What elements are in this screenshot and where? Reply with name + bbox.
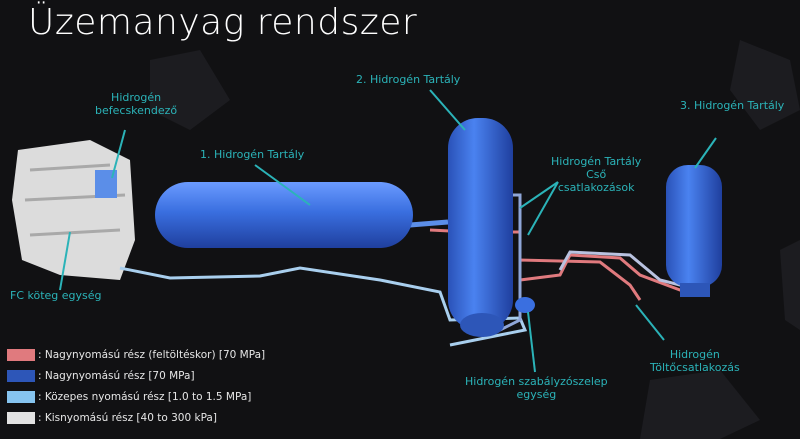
legend-label: : Nagynyomású rész [70 MPa] <box>38 369 195 382</box>
legend-item: : Nagynyomású rész [70 MPa] <box>7 365 265 386</box>
background-hexagons <box>150 40 800 439</box>
legend-swatch <box>7 348 35 361</box>
regulator-unit <box>515 297 535 313</box>
label-line: Töltőcsatlakozás <box>650 361 740 374</box>
label-line: egység <box>516 388 557 401</box>
legend-label: : Közepes nyomású rész [1.0 to 1.5 MPa] <box>38 390 252 403</box>
legend-swatch <box>7 411 35 424</box>
label-line: Hidrogén <box>669 348 720 361</box>
label-line: csatlakozások <box>557 181 635 194</box>
legend-item: : Közepes nyomású rész [1.0 to 1.5 MPa] <box>7 386 265 407</box>
legend-swatch <box>7 369 35 382</box>
tank-3 <box>666 165 722 297</box>
page-title: Üzemanyag rendszer <box>28 2 418 43</box>
label-line: Hidrogén <box>111 91 162 104</box>
legend-item: : Nagynyomású rész (feltöltéskor) [70 MP… <box>7 344 265 365</box>
label-fc-stack: FC köteg egység <box>10 289 102 302</box>
legend-swatch <box>7 390 35 403</box>
legend-item: : Kisnyomású rész [40 to 300 kPa] <box>7 407 265 428</box>
label-tank-3: 3. Hidrogén Tartály <box>680 99 785 112</box>
label-tank-pipe-connections: Hidrogén Tartály Cső csatlakozások <box>551 155 641 194</box>
legend: : Nagynyomású rész (feltöltéskor) [70 MP… <box>7 344 265 428</box>
legend-label: : Nagynyomású rész (feltöltéskor) [70 MP… <box>38 348 266 361</box>
label-tank-2: 2. Hidrogén Tartály <box>356 73 461 86</box>
label-line: Hidrogén szabályzószelep <box>465 375 608 388</box>
tank-2 <box>448 118 513 337</box>
label-line: Cső <box>586 168 607 181</box>
label-filler: Hidrogén Töltőcsatlakozás <box>650 348 740 374</box>
tank-1 <box>155 182 413 248</box>
label-line: Hidrogén Tartály <box>551 155 642 168</box>
leader-lines <box>59 89 717 373</box>
label-regulator: Hidrogén szabályzószelep egység <box>465 375 608 401</box>
label-tank-1: 1. Hidrogén Tartály <box>200 148 305 161</box>
label-line: befecskendező <box>95 104 178 117</box>
pipes <box>119 193 701 347</box>
legend-label: : Kisnyomású rész [40 to 300 kPa] <box>38 411 217 424</box>
label-hydrogen-injector: Hidrogén befecskendező <box>95 91 177 117</box>
